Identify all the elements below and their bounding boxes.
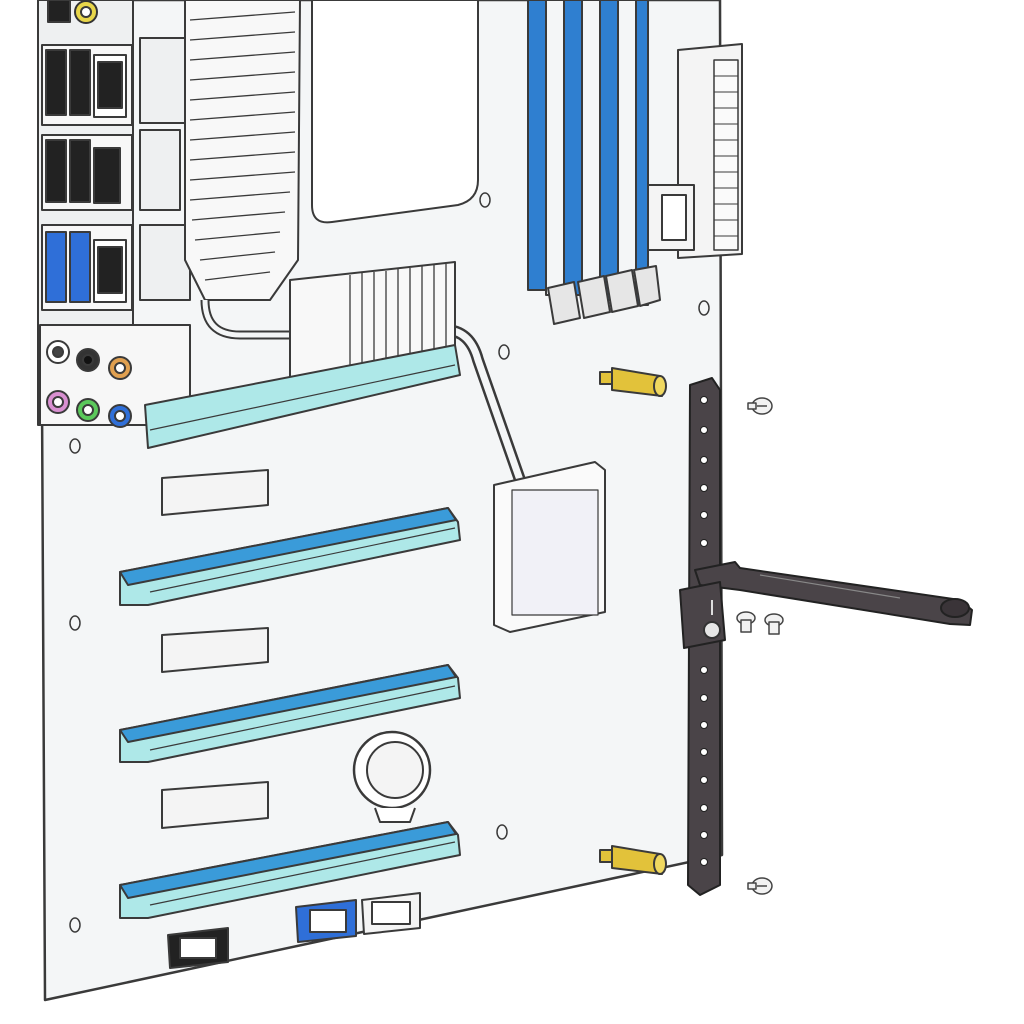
vrm-heatsink (184, 0, 301, 340)
standoff-top (599, 367, 667, 397)
bottom-headers (167, 892, 421, 969)
cpu-socket-cover (311, 0, 479, 224)
screw-bottom (747, 877, 773, 895)
pcie-slots (119, 344, 461, 919)
pcie-slot-3 (119, 664, 461, 763)
ram-slots (527, 0, 661, 325)
screws (736, 397, 784, 895)
screw-arm-2 (764, 613, 784, 635)
bracket-arm (679, 561, 973, 649)
bracket-holes (700, 396, 708, 866)
brass-standoffs (599, 367, 667, 875)
atx-power-connector (647, 43, 743, 259)
standoff-bottom (599, 845, 667, 875)
screw-arm-1 (736, 611, 756, 633)
pcie-slot-4 (119, 821, 461, 919)
pcie-slot-2 (119, 507, 461, 606)
io-shield-ports (37, 0, 201, 428)
pcie-slot-1 (144, 344, 461, 449)
cmos-battery (352, 730, 432, 823)
pcie-x1-connectors (161, 469, 269, 829)
screw-top (747, 397, 773, 415)
